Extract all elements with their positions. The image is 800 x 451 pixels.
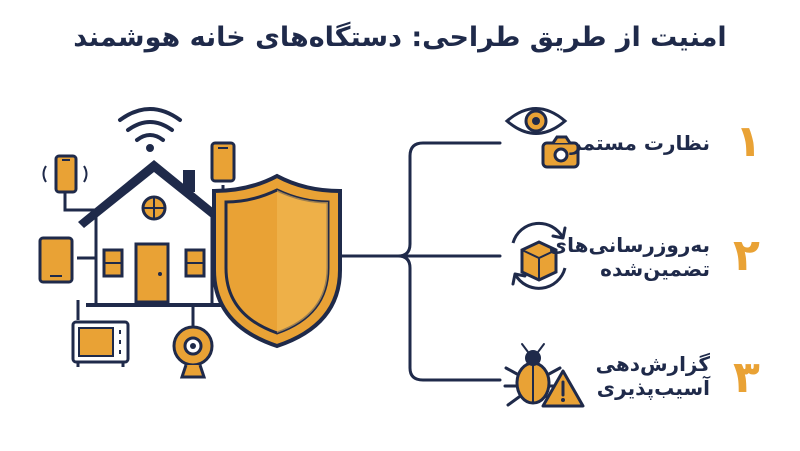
feature-3-line-1: گزارش‌دهی	[595, 352, 710, 376]
feature-1-number: ۱	[735, 116, 762, 167]
refresh-package-icon	[511, 221, 567, 290]
feature-1-line-1: نظارت مستمر	[570, 131, 710, 155]
feature-3-label: گزارش‌دهی آسیب‌پذیری	[596, 352, 710, 400]
wifi-icon	[118, 107, 182, 152]
webcam-icon	[172, 325, 214, 379]
feature-1-label: نظارت مستمر	[570, 131, 710, 155]
feature-3-number: ۳	[733, 352, 760, 403]
page-title: امنیت از طریق طراحی: دستگاه‌های خانه هوش…	[73, 22, 727, 53]
feature-3-line-2: آسیب‌پذیری	[596, 376, 710, 400]
tablet-icon	[38, 236, 74, 284]
shield-icon	[212, 173, 342, 349]
warning-icon	[541, 369, 585, 408]
microwave-icon	[71, 320, 130, 367]
house-icon	[78, 160, 230, 307]
bug-icon	[503, 343, 563, 407]
camera-icon	[541, 135, 580, 169]
phone-icon-right	[210, 141, 236, 183]
feature-2-number: ۲	[733, 230, 760, 281]
eye-icon	[504, 107, 568, 135]
feature-2-line-1: به‌روزرسانی‌های	[548, 233, 710, 257]
feature-2-line-2: تضمین‌شده	[600, 257, 710, 281]
smartphone-icon	[42, 154, 88, 194]
feature-2-label: به‌روزرسانی‌های تضمین‌شده	[549, 233, 710, 281]
connector-lines	[338, 141, 502, 382]
